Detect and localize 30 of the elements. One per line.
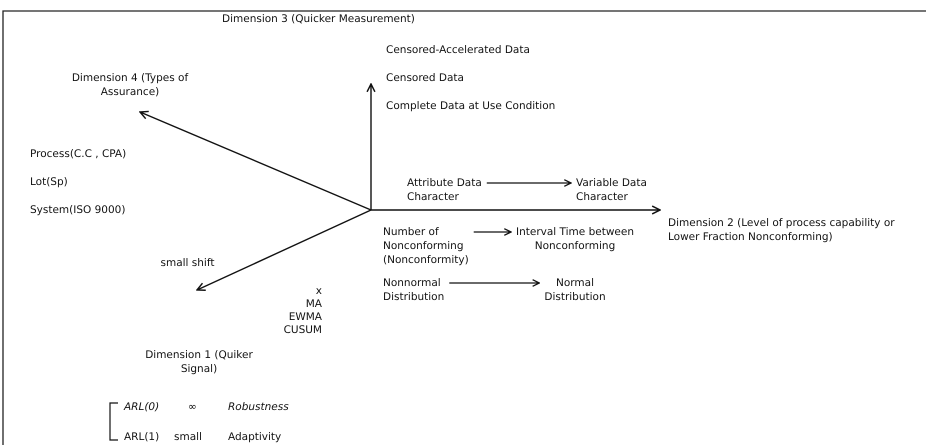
data-type-text: Censored Data <box>386 71 465 85</box>
magnitude-text: small <box>174 430 203 444</box>
axis-title: Dimension 2 (Level of process capability or Lower Fraction Nonconforming) <box>668 216 896 244</box>
node-text: Interval Time between Nonconforming <box>515 225 635 253</box>
property-text: Adaptivity <box>228 430 282 444</box>
arrow <box>449 279 540 287</box>
arrow <box>474 228 512 236</box>
node-text: Nonnormal Distribution <box>383 276 473 304</box>
chart-type-text: MA <box>304 297 322 311</box>
axis-title: Dimension 1 (Quiker Signal) <box>144 348 254 376</box>
chart-type-text: CUSUM <box>282 323 322 337</box>
property-text: Robustness <box>228 400 290 414</box>
chart-type-text: EWMA <box>288 310 322 324</box>
assurance-type-text: Lot(Sp) <box>30 175 69 189</box>
assurance-type-text: Process(C.C , CPA) <box>30 147 128 161</box>
chart-type-text: x <box>314 284 322 298</box>
axis-title: Dimension 4 (Types of Assurance) <box>70 71 190 99</box>
data-type-text: Censored-Accelerated Data <box>386 43 531 57</box>
node-text: Attribute Data Character <box>407 176 517 204</box>
arl-text: ARL(0) <box>124 400 160 414</box>
axis-title: Dimension 3 (Quicker Measurement) <box>222 12 416 26</box>
node-text: Normal Distribution <box>530 276 620 304</box>
arl-text: ARL(1) <box>124 430 160 444</box>
node-text: Variable Data Character <box>576 176 686 204</box>
shift-text: small shift <box>160 256 215 270</box>
data-type-text: Complete Data at Use Condition <box>386 99 556 113</box>
node-text: Number of Nonconforming (Nonconformity) <box>383 225 495 267</box>
assurance-type-text: System(ISO 9000) <box>30 203 126 217</box>
infinity-symbol: ∞ <box>188 400 198 414</box>
arrow <box>486 179 572 187</box>
